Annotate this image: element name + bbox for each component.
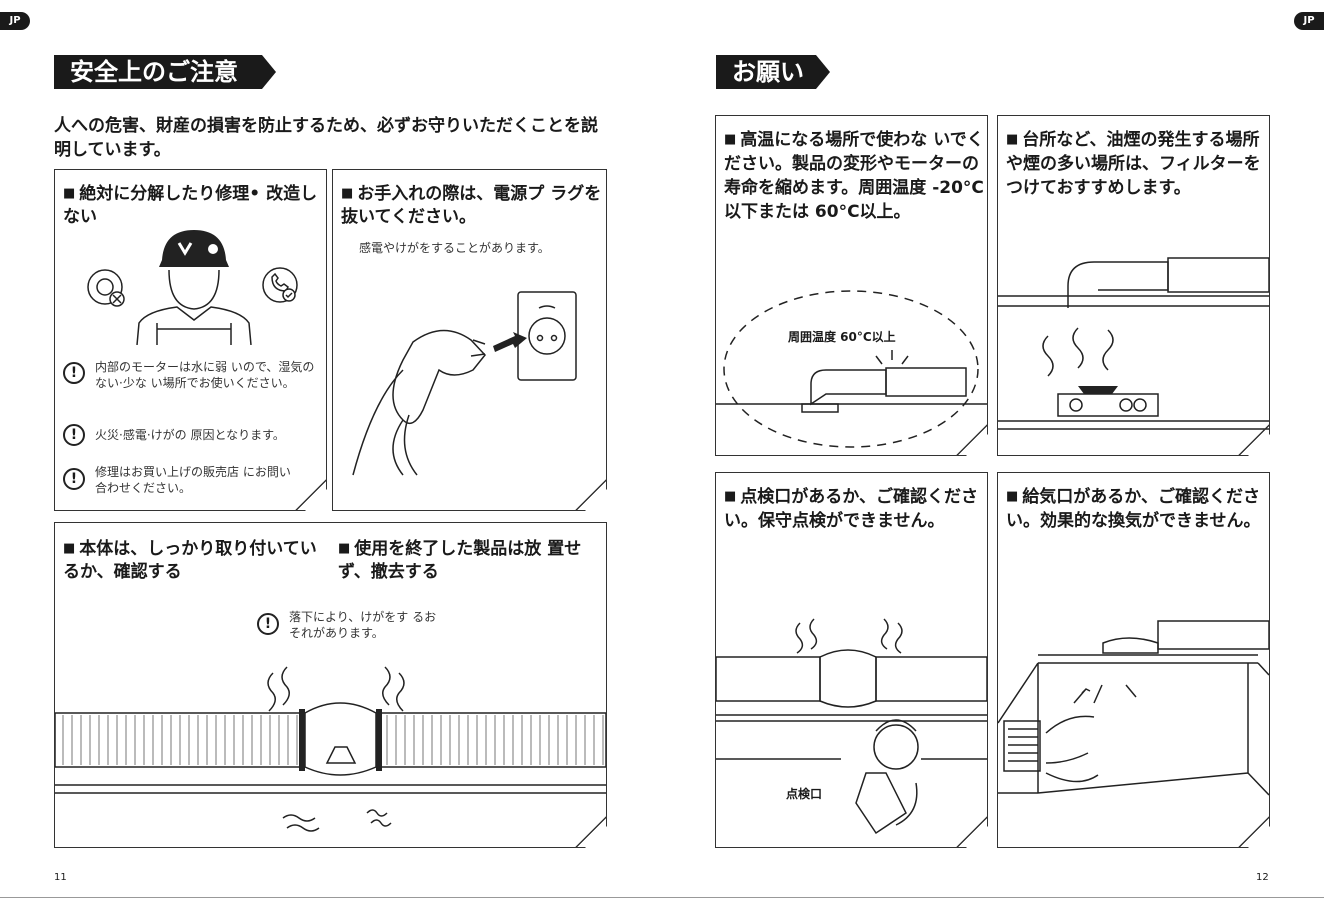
- lead-text: 人への危害、財産の損害を防止するため、必ずお守りいただくことを説明しています。: [54, 116, 598, 160]
- inspection-port-label: 点検口: [786, 787, 823, 801]
- section-heading-safety: 安全上のご注意: [54, 55, 276, 89]
- panel-inspection-port: ■点検口があるか、ご確認ください。保守点検ができません。 点検口: [715, 472, 988, 848]
- repairman-illustration: [77, 225, 307, 345]
- panel-no-disassembly: ■絶対に分解したり修理• 改造しない ! 内部のモーターは水に弱 いので、湿気の…: [54, 169, 327, 511]
- panel-title: ■絶対に分解したり修理• 改造しない: [63, 184, 318, 227]
- warning-icon: !: [257, 613, 279, 635]
- panel-title-b: ■使用を終了した製品は放 置せず、撤去する: [338, 539, 582, 582]
- page-divider: [0, 897, 1324, 898]
- panel-title: ■給気口があるか、ご確認ください。効果的な換気ができません。: [1006, 487, 1261, 531]
- panel-note: 感電やけがをすることがあります。: [359, 241, 550, 255]
- kitchen-illustration: [998, 246, 1269, 456]
- phone-check-icon: [263, 268, 297, 302]
- panel-air-supply-port: ■給気口があるか、ご確認ください。効果的な換気ができません。: [997, 472, 1270, 848]
- section-heading-requests: お願い: [716, 55, 830, 89]
- panel-title: ■台所など、油煙の発生する場所や煙の多い場所は、フィルターをつけておすすめします…: [1006, 130, 1261, 198]
- warning-icon: !: [63, 424, 85, 446]
- note-fire-hazard: 火災·感電·けがの 原因となります。: [95, 428, 285, 442]
- panel-note: 落下により、けがをす るお それがあります。: [289, 610, 437, 640]
- inspection-illustration: [716, 613, 987, 845]
- note-contact-dealer: 修理はお買い上げの販売店 にお問い合わせください。: [95, 465, 291, 495]
- panel-title-a: ■本体は、しっかり取り付いているか、確認する: [63, 539, 317, 582]
- high-temp-illustration: [716, 286, 987, 456]
- fan-duct-illustration: [55, 653, 606, 843]
- page-number-right: 12: [1256, 872, 1269, 883]
- panel-unplug: ■お手入れの際は、電源プ ラグを抜いてください。 感電やけがをすることがあります…: [332, 169, 607, 511]
- note-moisture: 内部のモーターは水に弱 いので、湿気のない·少な い場所でお使いください。: [95, 360, 315, 390]
- air-supply-illustration: [998, 613, 1269, 845]
- temperature-label: 周囲温度 60°C以上: [788, 330, 896, 344]
- language-badge-left: JP: [0, 12, 30, 30]
- gear-crossed-icon: [88, 270, 124, 306]
- language-badge-right: JP: [1294, 12, 1324, 30]
- warning-icon: !: [63, 362, 85, 384]
- page-number-left: 11: [54, 872, 67, 883]
- unplug-illustration: [343, 280, 593, 480]
- panel-installation-check: ■本体は、しっかり取り付いているか、確認する ■使用を終了した製品は放 置せず、…: [54, 522, 607, 848]
- panel-kitchen-smoke: ■台所など、油煙の発生する場所や煙の多い場所は、フィルターをつけておすすめします…: [997, 115, 1270, 456]
- panel-high-temperature: ■高温になる場所で使わな いでください。製品の変形やモーターの寿命を縮めます。周…: [715, 115, 988, 456]
- panel-title: ■お手入れの際は、電源プ ラグを抜いてください。: [341, 184, 602, 227]
- panel-title: ■点検口があるか、ご確認ください。保守点検ができません。: [724, 487, 978, 531]
- panel-title: ■高温になる場所で使わな いでください。製品の変形やモーターの寿命を縮めます。周…: [724, 130, 984, 222]
- warning-icon: !: [63, 468, 85, 490]
